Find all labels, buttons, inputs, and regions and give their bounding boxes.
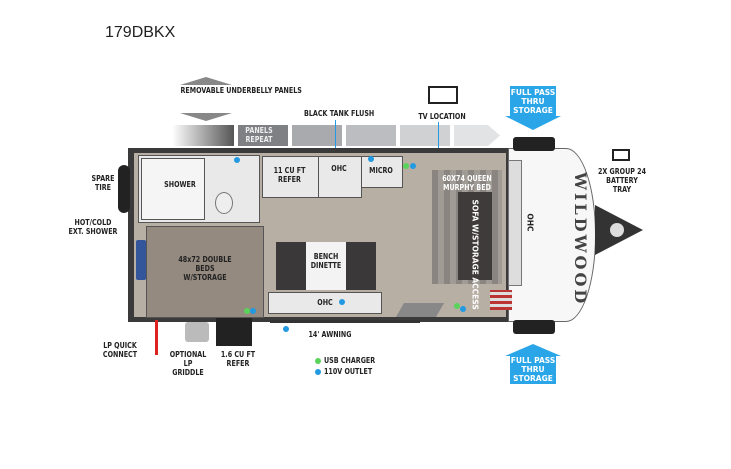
outlet-110v-icon [234,157,240,163]
ohc-top-label: OHC [331,164,347,173]
lp-griddle-label: OPTIONAL LP GRIDDLE [169,350,207,377]
pass-thru-door [513,320,555,334]
awning [270,320,420,323]
outlet-110v-icon [368,156,374,162]
toilet-icon [215,192,233,214]
awning-label: 14' AWNING [308,330,352,339]
outlet-110v-icon [315,368,321,375]
removable-underbelly-label: REMOVABLE UNDERBELLY PANELS [180,86,302,95]
lp-quick-label: LP QUICK CONNECT [102,341,138,359]
small-refer-icon [216,318,252,346]
underbelly-arrow-icon [180,77,232,121]
hitch-icon [595,205,645,260]
panels-repeat-label: PANELS REPEAT [245,126,273,144]
legend-usb: USB CHARGER [315,355,384,366]
spare-tire-label: SPARE TIRE [91,174,115,192]
outlet-110v-icon [283,326,289,332]
underbelly-panel [238,125,288,146]
battery-tray-label: 2X GROUP 24 BATTERY TRAY [597,167,647,194]
underbelly-panel [400,125,450,146]
arrow-up-icon [505,343,561,361]
ohc-top [318,156,362,198]
murphy-bed-label: 60X74 QUEEN MURPHY BED [442,174,492,192]
ohc-bottom-label: OHC [317,298,333,307]
outlet-110v-icon [410,163,416,169]
pass-thru-bottom-label: FULL PASS THRU STORAGE [510,355,556,384]
ohc-front [508,160,522,286]
tv-icon [428,86,458,104]
arrow-down-icon [505,116,561,135]
usb-charger-icon [244,308,250,314]
outlet-110v-icon [250,308,256,314]
usb-charger-icon [403,163,409,169]
callout-line [438,122,439,160]
underbelly-panel [346,125,396,146]
ohc-bottom [268,292,382,314]
window-icon [136,240,146,280]
black-tank-flush-label: BLACK TANK FLUSH [304,109,375,118]
dinette-label: BENCH DINETTE [310,252,342,270]
usb-charger-icon [454,303,460,309]
griddle-icon [185,322,209,342]
callout-line [335,120,336,148]
double-beds-label: 48x72 DOUBLE BEDS W/STORAGE [178,255,232,282]
legend: USB CHARGER 110V OUTLET [315,355,384,377]
shower-stall [141,158,205,220]
front-cap [508,148,596,322]
underbelly-panel [172,125,234,146]
sofa [458,192,492,280]
usb-charger-icon [315,357,321,364]
outlet-110v-icon [339,299,345,305]
spare-tire-icon [118,165,130,213]
pass-thru-door [513,137,555,151]
ext-shower-label: HOT/COLD EXT. SHOWER [68,218,118,236]
brand-logo: WILDWOOD [571,172,590,307]
microwave [361,156,403,188]
entry-step [395,303,445,317]
legend-110v: 110V OUTLET [315,366,384,377]
pass-thru-top-label: FULL PASS THRU STORAGE [510,86,556,118]
lp-line-icon [155,320,158,355]
shower-label: SHOWER [164,180,196,189]
tv-location-label: TV LOCATION [418,112,466,121]
double-beds [146,226,264,318]
ohc-front-label: OHC [525,213,535,232]
small-refer-label: 1.6 CU FT REFER [220,350,256,368]
micro-label: MICRO [369,166,393,175]
refer-label: 11 CU FT REFER [273,166,306,184]
outlet-110v-icon [460,306,466,312]
battery-icon [612,149,630,161]
sofa-label: SOFA W/STORAGE ACCESS [470,199,480,310]
underbelly-panel [292,125,342,146]
dinette-table [306,242,346,290]
kitchen-appliance [490,290,512,310]
model-title: 179DBKX [105,24,176,41]
panel-arrow-icon [454,125,500,151]
